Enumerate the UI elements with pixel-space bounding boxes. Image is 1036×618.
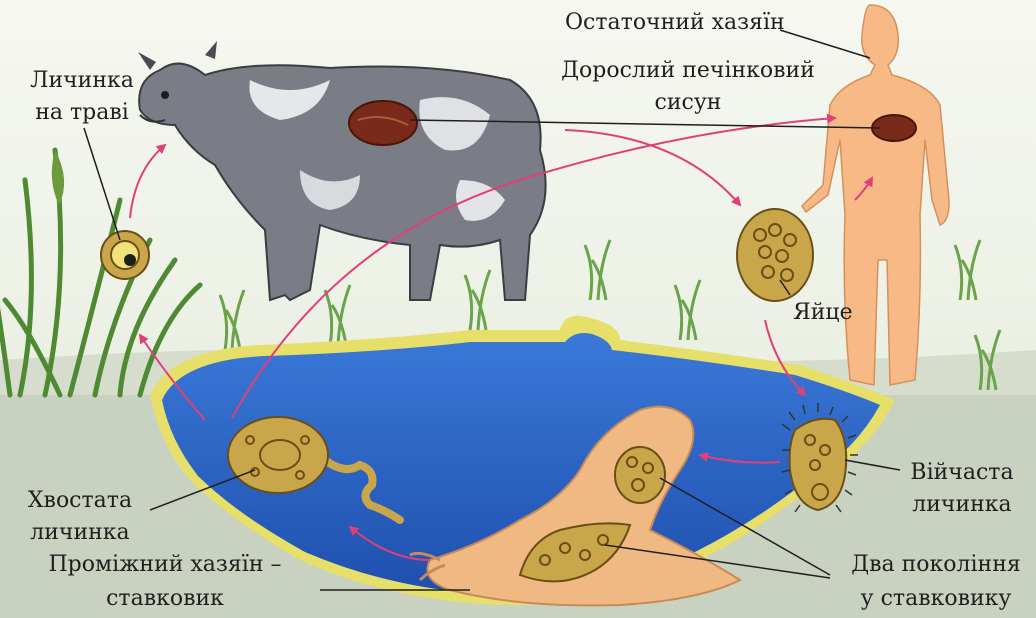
label-definitive-host: Остаточний хазяїн <box>565 10 785 36</box>
label-two-generations-line2: у ставковику <box>838 586 1034 612</box>
label-ciliated-larva-line1: Війчаста <box>892 460 1032 486</box>
label-adult-fluke-line1: Дорослий печінковий <box>538 58 838 84</box>
label-tailed-larva-line1: Хвостата <box>10 488 150 514</box>
label-intermediate-host-line1: Проміжний хазяїн – <box>15 552 315 578</box>
label-larva-on-grass-line2: на траві <box>8 100 156 126</box>
label-larva-on-grass-line1: Личинка <box>8 68 156 94</box>
label-egg: Яйце <box>793 300 853 326</box>
label-intermediate-host-line2: ставковик <box>15 586 315 612</box>
label-adult-fluke-line2: сисун <box>538 90 838 116</box>
cow-liver-fluke <box>349 101 417 145</box>
label-ciliated-larva-line2: личинка <box>892 492 1032 518</box>
larva-on-grass-cyst <box>101 231 149 279</box>
egg <box>737 209 813 301</box>
label-two-generations-line1: Два покоління <box>838 552 1034 578</box>
label-tailed-larva-line2: личинка <box>10 520 150 546</box>
redia-generation-1 <box>615 447 665 503</box>
